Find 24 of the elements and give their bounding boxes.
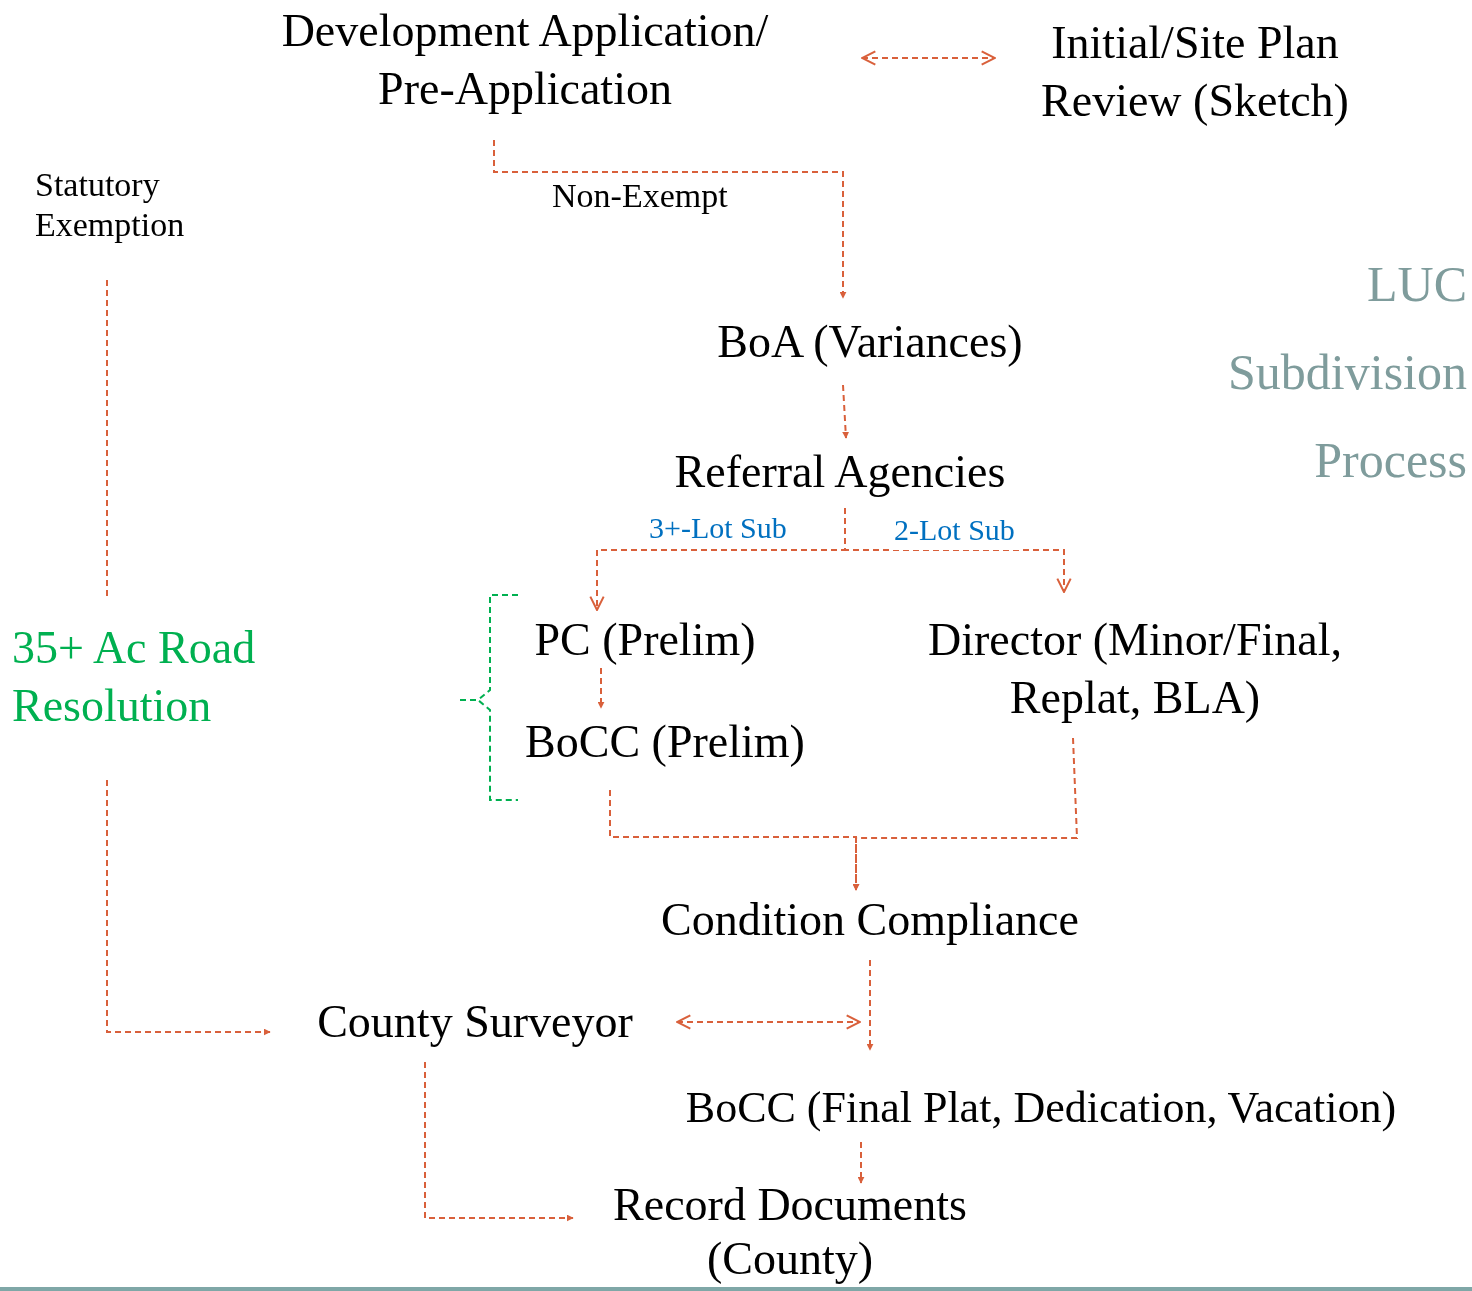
dashed-arrow [857,1141,865,1184]
step-label: BoCC (Final Plat, Dedication, Vacation) [612,1080,1470,1136]
step-label: County Surveyor [285,993,665,1051]
step-label: Condition Compliance [615,891,1125,949]
dashed-arrow [676,1014,861,1030]
step-label: 35+ Ac Road Resolution [12,619,312,735]
step-label: Director (Minor/Final, Replat, BLA) [875,611,1395,727]
step-label: Initial/Site Plan Review (Sketch) [1000,14,1390,130]
dashed-arrow [842,384,850,439]
dashed-arrow [424,1061,574,1222]
dashed-arrow [852,737,1079,891]
step-label: BoCC (Prelim) [495,713,835,771]
dashed-arrow [597,667,605,709]
dashed-arrow [861,50,996,66]
dashed-arrow [866,959,874,1051]
title: LUC Subdivision Process [1227,255,1467,490]
step-label: Statutory Exemption [35,165,265,245]
dashed-arrow [493,139,847,299]
step-label: Record Documents (County) [565,1178,1015,1286]
step-label: Development Application/ Pre-Application [265,2,785,118]
dashed-arrow [106,779,271,1036]
step-label: Referral Agencies [630,443,1050,501]
step-label: PC (Prelim) [505,611,785,669]
step-label: BoA (Variances) [680,313,1060,371]
